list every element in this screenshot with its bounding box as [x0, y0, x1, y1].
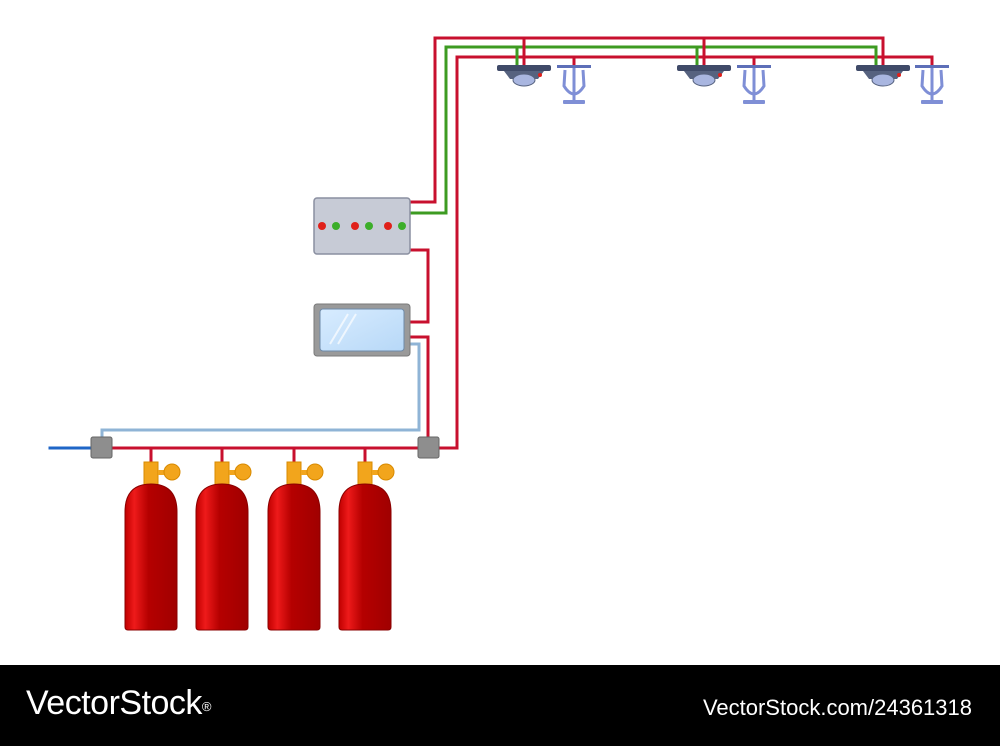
indicator-light-red: [318, 222, 326, 230]
vectorstock-logo: VectorStock®: [26, 684, 212, 722]
power-line: [407, 36, 885, 204]
sprinkler-head: [737, 65, 771, 104]
smoke-detector: [677, 65, 731, 87]
cylinder-valve: [143, 461, 181, 487]
junction-box-right: [417, 436, 440, 459]
cylinder-valve: [286, 461, 324, 487]
smoke-detector: [497, 65, 551, 87]
junction-box-left: [90, 436, 113, 459]
image-reference: VectorStock.com/24361318: [702, 695, 972, 720]
smoke-detector: [856, 65, 910, 87]
control-panel: [313, 197, 411, 255]
sensor-line: [100, 342, 421, 449]
cylinder-body: [338, 483, 392, 631]
cylinder-body: [124, 483, 178, 631]
screen-to-junction-line: [407, 335, 430, 442]
cylinder-valve: [214, 461, 252, 487]
cylinder-body: [267, 483, 321, 631]
indicator-light-red: [384, 222, 392, 230]
gas-cylinder: [338, 461, 395, 631]
ceiling-devices: [497, 65, 949, 104]
gas-cylinder: [195, 461, 252, 631]
signal-line: [407, 45, 878, 215]
indicator-light-green: [365, 222, 373, 230]
cylinder-valve: [357, 461, 395, 487]
riser-pipe: [435, 55, 934, 450]
fire-suppression-diagram: [48, 36, 949, 631]
panel-to-screen-line: [407, 248, 430, 324]
cylinder-bank: [124, 461, 395, 631]
indicator-light-green: [398, 222, 406, 230]
sprinkler-head: [915, 65, 949, 104]
watermark-bar: VectorStock® VectorStock.com/24361318: [0, 665, 1000, 746]
display-unit: [313, 303, 411, 357]
sprinkler-head: [557, 65, 591, 104]
indicator-light-green: [332, 222, 340, 230]
gas-cylinder: [267, 461, 324, 631]
gas-cylinder: [124, 461, 181, 631]
piping-network: [48, 36, 934, 467]
indicator-light-red: [351, 222, 359, 230]
cylinder-body: [195, 483, 249, 631]
